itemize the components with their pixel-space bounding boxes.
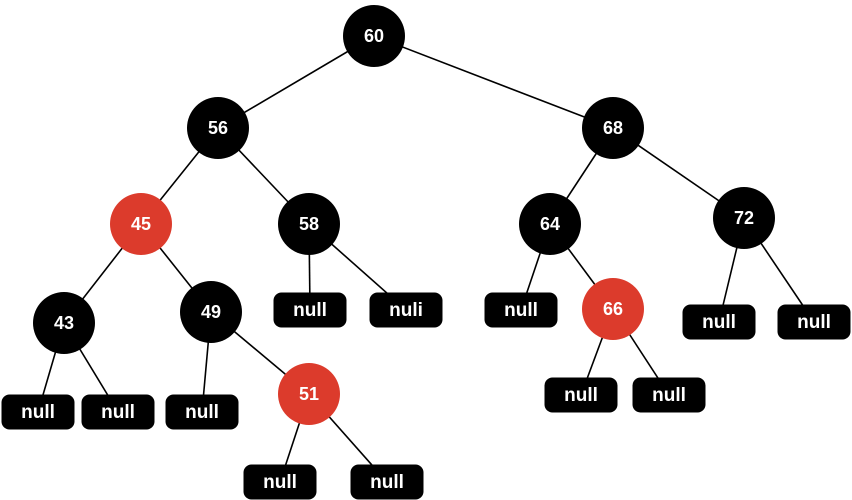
node-circle-black: [343, 5, 405, 67]
tree-node-66: 66: [582, 278, 644, 340]
null-leaf-box: [682, 304, 756, 340]
tree-node-60: 60: [343, 5, 405, 67]
null-leaf-box: [632, 377, 706, 413]
tree-node-49: 49: [180, 281, 242, 343]
null-leaf-label: null: [293, 300, 327, 321]
null-leaf-box: [243, 464, 317, 500]
node-label: 60: [364, 26, 384, 46]
null-leaf-label: null: [21, 402, 55, 423]
tree-node-58: 58: [278, 193, 340, 255]
null-leaf: null: [350, 464, 424, 500]
edge-n60-n68: [373, 35, 614, 129]
null-leaf: null: [243, 464, 317, 500]
null-leaf-box: [544, 377, 618, 413]
node-circle-red: [582, 278, 644, 340]
null-leaf-box: [273, 292, 347, 328]
null-leaf-label: null: [652, 385, 686, 406]
null-leaf: null: [484, 292, 558, 328]
node-label: 43: [54, 313, 74, 333]
null-leaf-label: null: [185, 402, 219, 423]
tree-node-56: 56: [187, 97, 249, 159]
null-leaf-label: null: [702, 312, 736, 333]
nodes-layer: 60 56 68 45 58 64 72 43 49 66 51 null nuli null null nu…: [1, 5, 851, 500]
node-circle-red: [110, 193, 172, 255]
tree-node-45: 45: [110, 193, 172, 255]
null-leaf-box: [369, 292, 443, 328]
null-leaf: null: [273, 292, 347, 328]
null-leaf: null: [777, 304, 851, 340]
null-leaf-label: null: [101, 402, 135, 423]
null-leaf-label: null: [797, 312, 831, 333]
node-circle-black: [180, 281, 242, 343]
node-label: 58: [299, 214, 319, 234]
node-label: 72: [734, 208, 754, 228]
null-leaf-box: [777, 304, 851, 340]
null-leaf: null: [544, 377, 618, 413]
null-leaf-label: null: [504, 300, 538, 321]
node-circle-black: [582, 97, 644, 159]
node-circle-black: [519, 193, 581, 255]
tree-node-72: 72: [713, 187, 775, 249]
node-label: 51: [299, 384, 319, 404]
null-leaf-box: [165, 394, 239, 430]
tree-node-43: 43: [33, 292, 95, 354]
null-leaf-box: [81, 394, 155, 430]
null-leaf-label: null: [370, 472, 404, 493]
tree-node-68: 68: [582, 97, 644, 159]
node-circle-black: [187, 97, 249, 159]
null-leaf: null: [1, 394, 75, 430]
tree-node-64: 64: [519, 193, 581, 255]
null-leaf: null: [632, 377, 706, 413]
node-label: 66: [603, 299, 623, 319]
node-circle-black: [713, 187, 775, 249]
node-circle-red: [278, 363, 340, 425]
null-leaf-label: null: [263, 472, 297, 493]
null-leaf-label: null: [564, 385, 598, 406]
null-leaf-label: nuli: [389, 300, 423, 321]
null-leaf: null: [81, 394, 155, 430]
node-label: 56: [208, 118, 228, 138]
null-leaf-box: [350, 464, 424, 500]
node-circle-black: [278, 193, 340, 255]
null-leaf: null: [682, 304, 756, 340]
node-label: 68: [603, 118, 623, 138]
null-leaf: null: [165, 394, 239, 430]
null-leaf-box: [1, 394, 75, 430]
node-label: 45: [131, 214, 151, 234]
node-circle-black: [33, 292, 95, 354]
node-label: 49: [201, 302, 221, 322]
null-leaf-box: [484, 292, 558, 328]
node-label: 64: [540, 214, 560, 234]
tree-node-51: 51: [278, 363, 340, 425]
null-leaf: nuli: [369, 292, 443, 328]
